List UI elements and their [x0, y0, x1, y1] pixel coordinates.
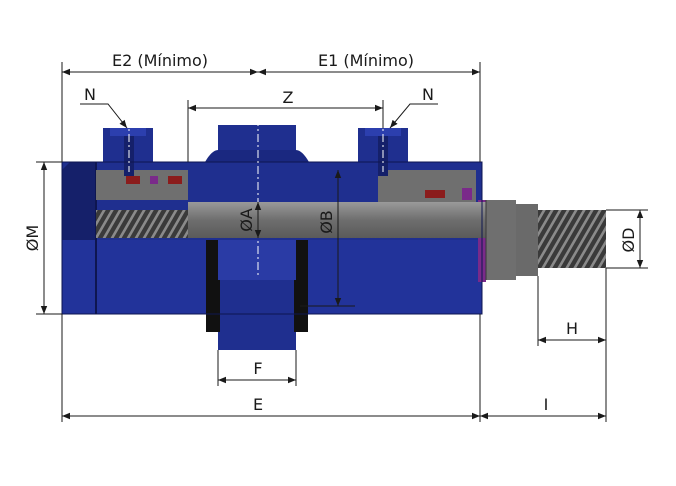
i-label: I	[544, 395, 549, 414]
rod-end	[486, 200, 516, 280]
section-rear-head	[96, 170, 188, 200]
seal-red-2	[168, 176, 182, 184]
n-left-label: N	[84, 85, 96, 104]
n-left-leader	[80, 103, 128, 129]
seal-red-3	[425, 190, 445, 198]
rod-neck	[516, 204, 538, 276]
e1-label: E1 (Mínimo)	[318, 51, 414, 70]
cylinder-body	[61, 125, 606, 350]
seal-purple-1	[150, 176, 158, 184]
trunnion-top-fillet	[205, 150, 309, 162]
e-label: E	[253, 395, 263, 414]
dimension-labels: E2 (Mínimo) E1 (Mínimo) N N Z ØM ØA ØB Ø…	[23, 51, 638, 414]
trunnion-ring-right	[294, 240, 308, 332]
od-label: ØD	[619, 228, 638, 253]
oa-label: ØA	[237, 208, 256, 232]
om-label: ØM	[23, 225, 42, 251]
trunnion-bore	[218, 240, 296, 280]
piston-thread	[96, 210, 188, 238]
n-right-leader	[389, 103, 438, 129]
section-front-head	[378, 170, 476, 204]
f-label: F	[253, 359, 262, 378]
seal-red-1	[126, 176, 140, 184]
trunnion-ring-left	[206, 240, 220, 332]
port-boss-right-cap	[365, 128, 401, 136]
ob-label: ØB	[317, 210, 336, 234]
port-boss-left-cap	[110, 128, 146, 136]
barrel-outline	[61, 161, 483, 315]
dimensions	[36, 62, 648, 422]
e2-label: E2 (Mínimo)	[112, 51, 208, 70]
seal-purple-2	[462, 188, 472, 200]
rod-thread	[538, 210, 606, 268]
z-label: Z	[283, 88, 294, 107]
h-label: H	[566, 319, 578, 338]
section-barrel-wall	[188, 170, 378, 200]
center-lines	[128, 70, 384, 275]
n-right-label: N	[422, 85, 434, 104]
